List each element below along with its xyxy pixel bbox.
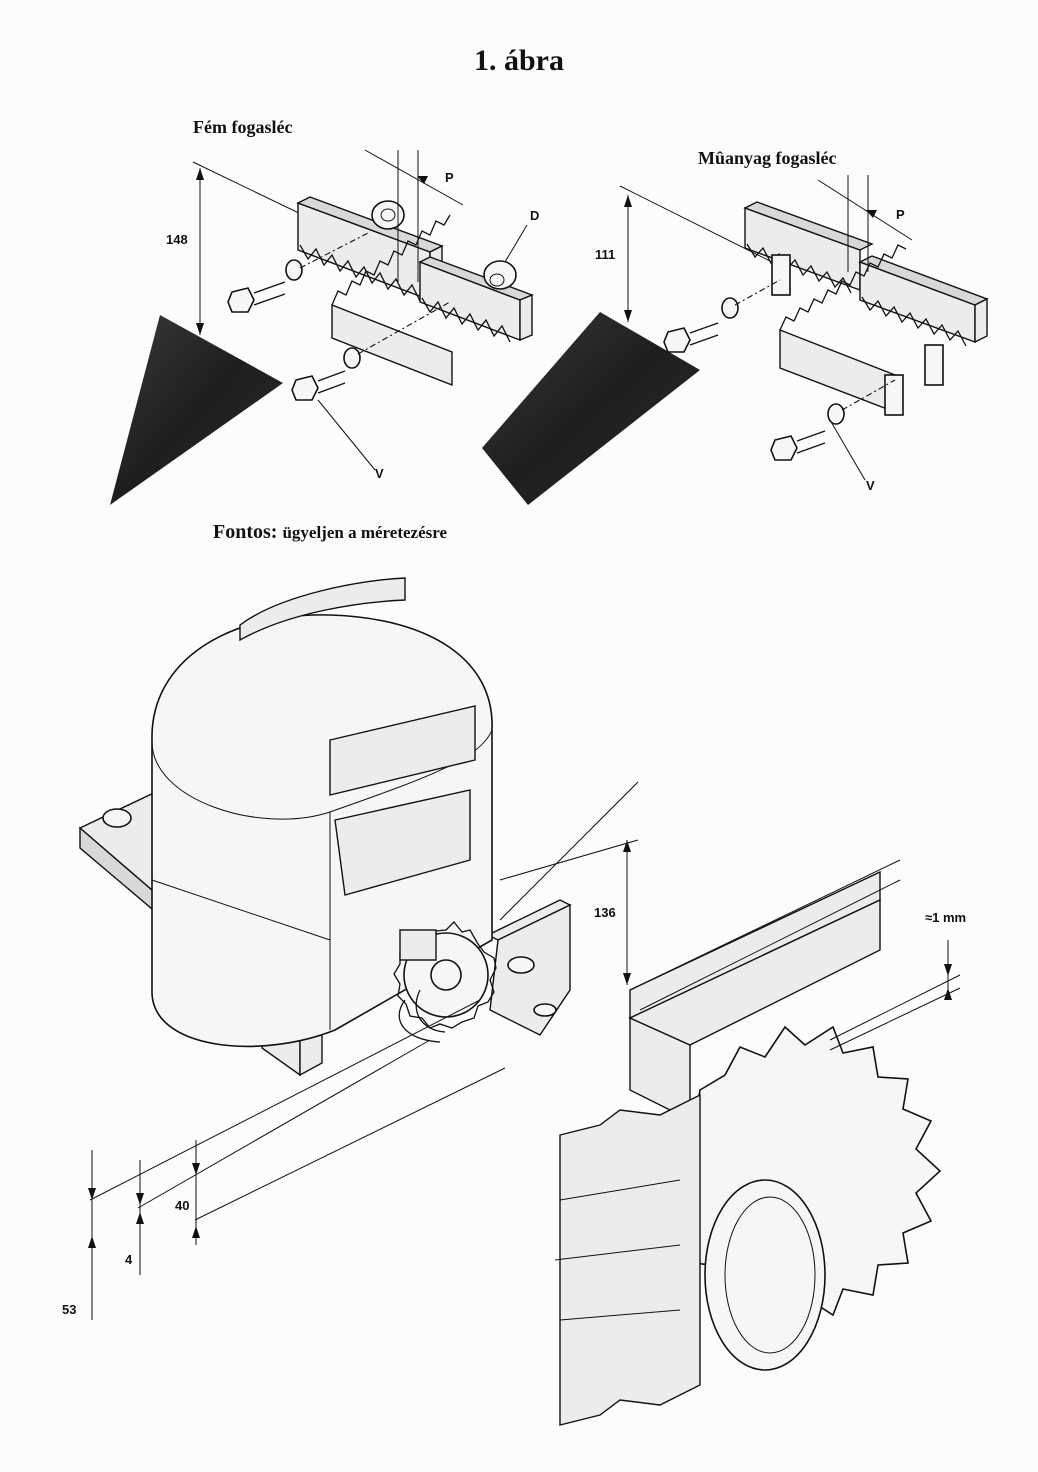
motor-height-label: 136 — [594, 905, 616, 920]
plastic-height-label: 111 — [595, 247, 616, 262]
important-note: Fontos: ügyeljen a méretezésre — [213, 521, 447, 544]
plastic-rack-caption: Mûanyag fogasléc — [698, 148, 837, 168]
metal-rack-caption: Fém fogasléc — [193, 117, 293, 137]
plastic-gate-plate — [482, 312, 700, 505]
metal-bolt-1 — [227, 287, 255, 313]
plastic-label-p: P — [896, 207, 905, 222]
enlarged-gear-bore — [704, 1179, 826, 1371]
metal-label-p: P — [445, 170, 454, 185]
metal-bolt-2 — [291, 375, 319, 401]
enlarged-gear-rack — [554, 859, 961, 1426]
figure-title: 1. ábra — [474, 44, 564, 77]
plastic-rack-lower — [779, 328, 896, 414]
metal-rack-lower — [331, 303, 453, 387]
motor-drawing — [78, 577, 572, 1320]
note-text: ügyeljen a méretezésre — [282, 523, 448, 542]
plastic-rack-drawing — [482, 175, 989, 505]
gap-label: ≈1 mm — [925, 910, 967, 925]
dim-40-label: 40 — [175, 1198, 190, 1213]
metal-gate-plate — [110, 315, 283, 505]
plastic-label-v: V — [866, 478, 875, 493]
dim-4-label: 4 — [125, 1252, 133, 1267]
metal-label-d: D — [530, 208, 540, 223]
plastic-bolt-1 — [663, 327, 691, 353]
metal-rack-drawing — [110, 149, 534, 505]
metal-label-v: V — [375, 466, 384, 481]
dim-53-label: 53 — [62, 1302, 77, 1317]
note-bold: Fontos: — [213, 521, 278, 543]
plastic-bolt-2 — [770, 435, 798, 461]
dim-136 — [499, 781, 639, 985]
metal-height-label: 148 — [166, 232, 188, 247]
